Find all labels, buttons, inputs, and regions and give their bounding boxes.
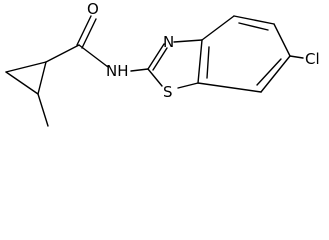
bond-methyl — [37, 93, 49, 127]
bond-nh-c2 — [130, 68, 149, 72]
atom-chlorine: Cl — [305, 50, 320, 68]
bond-cp1-carbonyl — [45, 44, 80, 63]
benzene-ring — [197, 15, 291, 93]
bond-cp1-cp2 — [37, 61, 47, 95]
cyclopropane-ring — [5, 61, 47, 95]
bond-cp3-cp1 — [5, 61, 47, 73]
bond-c6-cl — [289, 55, 304, 59]
carbonyl-double-bond — [76, 15, 97, 49]
atom-thiazole-n: N — [163, 33, 174, 51]
bond-carbonyl-nh — [78, 44, 109, 68]
bond-cp2-cp3 — [5, 71, 39, 95]
atom-oxygen: O — [87, 0, 99, 18]
atom-amide-nh: NH — [106, 62, 129, 80]
thiazole-ring — [147, 39, 203, 89]
chemical-structure-diagram: O NH N S Cl — [5, 0, 320, 127]
atom-thiazole-s: S — [163, 83, 173, 101]
